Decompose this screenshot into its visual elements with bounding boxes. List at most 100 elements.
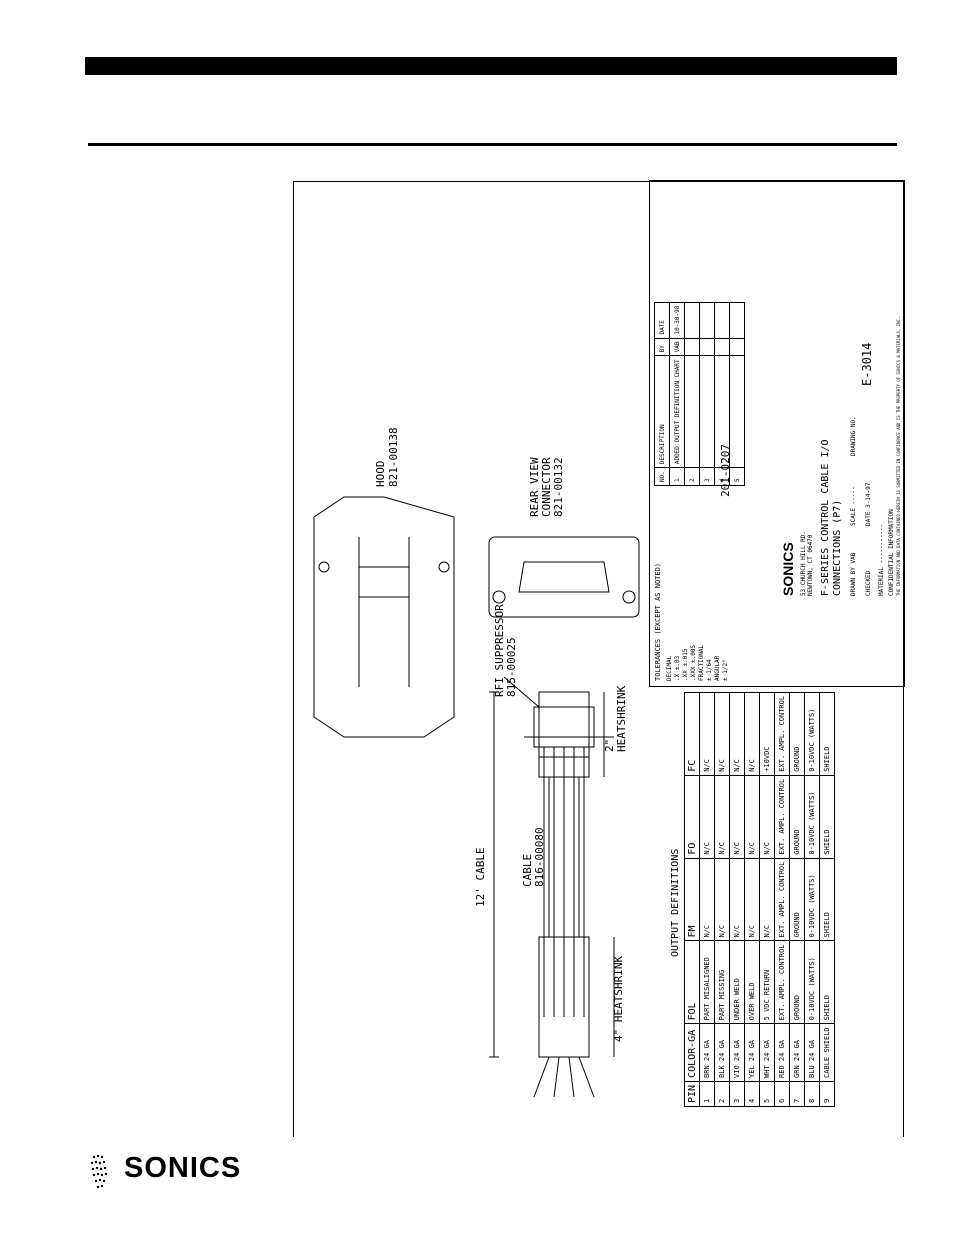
confidential-title: CONFIDENTIAL INFORMATION <box>888 509 895 596</box>
rear-connector-shell <box>488 536 640 618</box>
revision-cell <box>684 355 700 468</box>
table-cell: 4 <box>744 1081 760 1107</box>
table-cell: 2 <box>714 1081 730 1107</box>
table-cell: 6 <box>774 1081 790 1107</box>
table-cell: N/C <box>699 775 715 859</box>
table-header-cell: FM <box>684 858 700 941</box>
revision-cell: 1 <box>669 467 685 486</box>
checked-label: CHECKED <box>865 570 872 596</box>
revision-cell <box>729 338 745 356</box>
table-cell: SHIELD <box>819 692 835 776</box>
table-header-cell: COLOR-GA <box>684 1023 700 1082</box>
drawing-no: E-3014 <box>860 342 874 386</box>
table-cell: WHT 24 GA <box>759 1023 775 1082</box>
revision-cell <box>684 302 700 339</box>
table-cell: BLK 24 GA <box>714 1023 730 1082</box>
table-cell: RED 24 GA <box>774 1023 790 1082</box>
revision-cell <box>729 355 745 468</box>
drawn-by: DRAWN BY VAB <box>850 552 857 596</box>
table-cell: EXT. AMPL. CONTROL <box>774 692 790 776</box>
revision-cell: ADDED OUTPUT DEFINITION CHART <box>669 355 685 468</box>
table-header-cell: FC <box>684 692 700 776</box>
revision-header-cell: DESCRIPTION <box>654 355 670 468</box>
revision-row: 2 <box>684 302 700 486</box>
table-cell: N/C <box>714 775 730 859</box>
table-cell: +10VDC <box>759 692 775 776</box>
table-cell: CABLE SHIELD <box>819 1023 835 1082</box>
table-cell: EXT. AMPL. CONTROL <box>774 941 790 1024</box>
table-cell: N/C <box>744 775 760 859</box>
table-cell: SHIELD <box>819 941 835 1024</box>
header-bar <box>85 57 897 75</box>
table-cell: N/C <box>729 692 745 776</box>
scale: SCALE ----- <box>850 486 857 526</box>
table-cell: YEL 24 GA <box>744 1023 760 1082</box>
table-cell: 9 <box>819 1081 835 1107</box>
brand-name: SONICS <box>124 1152 242 1184</box>
revision-cell: 4 <box>714 467 730 486</box>
revision-cell <box>714 338 730 356</box>
table-cell: N/C <box>744 692 760 776</box>
revision-cell <box>729 302 745 339</box>
header-rule <box>88 143 897 146</box>
table-cell: OVER WELD <box>744 941 760 1024</box>
material: MATERIAL ----------- <box>878 523 885 596</box>
revision-header-cell: BY <box>654 338 670 356</box>
table-cell: N/C <box>699 858 715 941</box>
revision-cell: 2 <box>684 467 700 486</box>
table-cell: 8 <box>804 1081 820 1107</box>
table-cell: UNDER WELD <box>729 941 745 1024</box>
cable-length-label: 12' CABLE <box>474 847 487 907</box>
drawing-no-label: DRAWING NO. <box>850 416 857 456</box>
tolerances: TOLERANCES (EXCEPT AS NOTED) <box>654 562 662 681</box>
table-cell: 0-10VDC (WATTS) <box>804 941 820 1024</box>
revision-header-cell: DATE <box>654 302 670 339</box>
table-cell: GROUND <box>789 692 805 776</box>
table-cell: PART MISALIGNED <box>699 941 715 1024</box>
revision-cell <box>714 355 730 468</box>
heatshrink-4 <box>538 936 590 1058</box>
table-cell: EXT. AMPL. CONTROL <box>774 858 790 941</box>
revision-row: 4 <box>714 302 730 486</box>
table-cell: GROUND <box>789 775 805 859</box>
table-cell: N/C <box>744 858 760 941</box>
revision-cell: VAB <box>669 338 685 356</box>
table-cell: 0-10VDC (WATTS) <box>804 775 820 859</box>
table-cell: N/C <box>759 858 775 941</box>
table-cell: BRN 24 GA <box>699 1023 715 1082</box>
revision-cell: 3 <box>699 467 715 486</box>
table-header-cell: FO <box>684 775 700 859</box>
table-cell: 7 <box>789 1081 805 1107</box>
heatshrink-4-label: 4" HEATSHRINK <box>612 955 625 1042</box>
table-cell: BLU 24 GA <box>804 1023 820 1082</box>
date: DATE 3-14-97 <box>865 482 872 526</box>
table-cell: SHIELD <box>819 775 835 859</box>
table-cell: N/C <box>759 775 775 859</box>
revision-row: 5 <box>729 302 745 486</box>
table-cell: EXT. AMPL. CONTROL <box>774 775 790 859</box>
table-cell: N/C <box>714 692 730 776</box>
table-cell: N/C <box>699 692 715 776</box>
table-cell: N/C <box>729 775 745 859</box>
sonics-logo-icon <box>90 1154 108 1189</box>
table-cell: 0-10VDC (WATTS) <box>804 692 820 776</box>
company-address: 53 CHURCH HILL RD.NEWTOWN, CT 06470 <box>800 530 814 596</box>
table-cell: 0-10VDC (WATTS) <box>804 858 820 941</box>
decimal-tolerances: DECIMAL .X ±.03 .XX ±.015 .XXX ±.005 FRA… <box>666 644 729 681</box>
revision-cell <box>699 302 715 339</box>
table-cell: 3 <box>729 1081 745 1107</box>
